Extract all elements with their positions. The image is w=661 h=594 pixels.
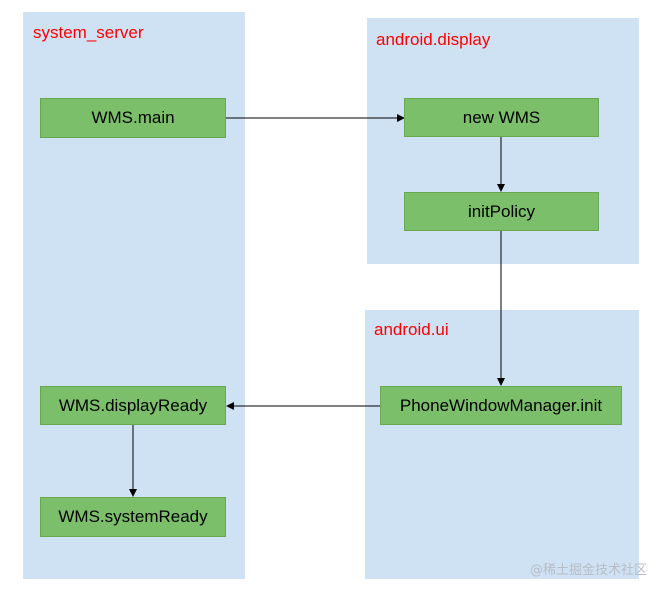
lane-title-system-server: system_server	[33, 23, 144, 42]
node-wms-display-ready: WMS.displayReady	[40, 386, 226, 425]
node-new-wms: new WMS	[404, 98, 599, 137]
node-phone-window-manager-init: PhoneWindowManager.init	[380, 386, 622, 425]
node-init-policy: initPolicy	[404, 192, 599, 231]
watermark: @稀土掘金技术社区	[529, 563, 647, 578]
lane-title-android-ui: android.ui	[374, 320, 449, 339]
lane-title-android-display: android.display	[376, 30, 491, 49]
lane-android-ui: android.ui	[365, 310, 639, 579]
node-wms-system-ready: WMS.systemReady	[40, 497, 226, 537]
node-wms-main: WMS.main	[40, 98, 226, 138]
